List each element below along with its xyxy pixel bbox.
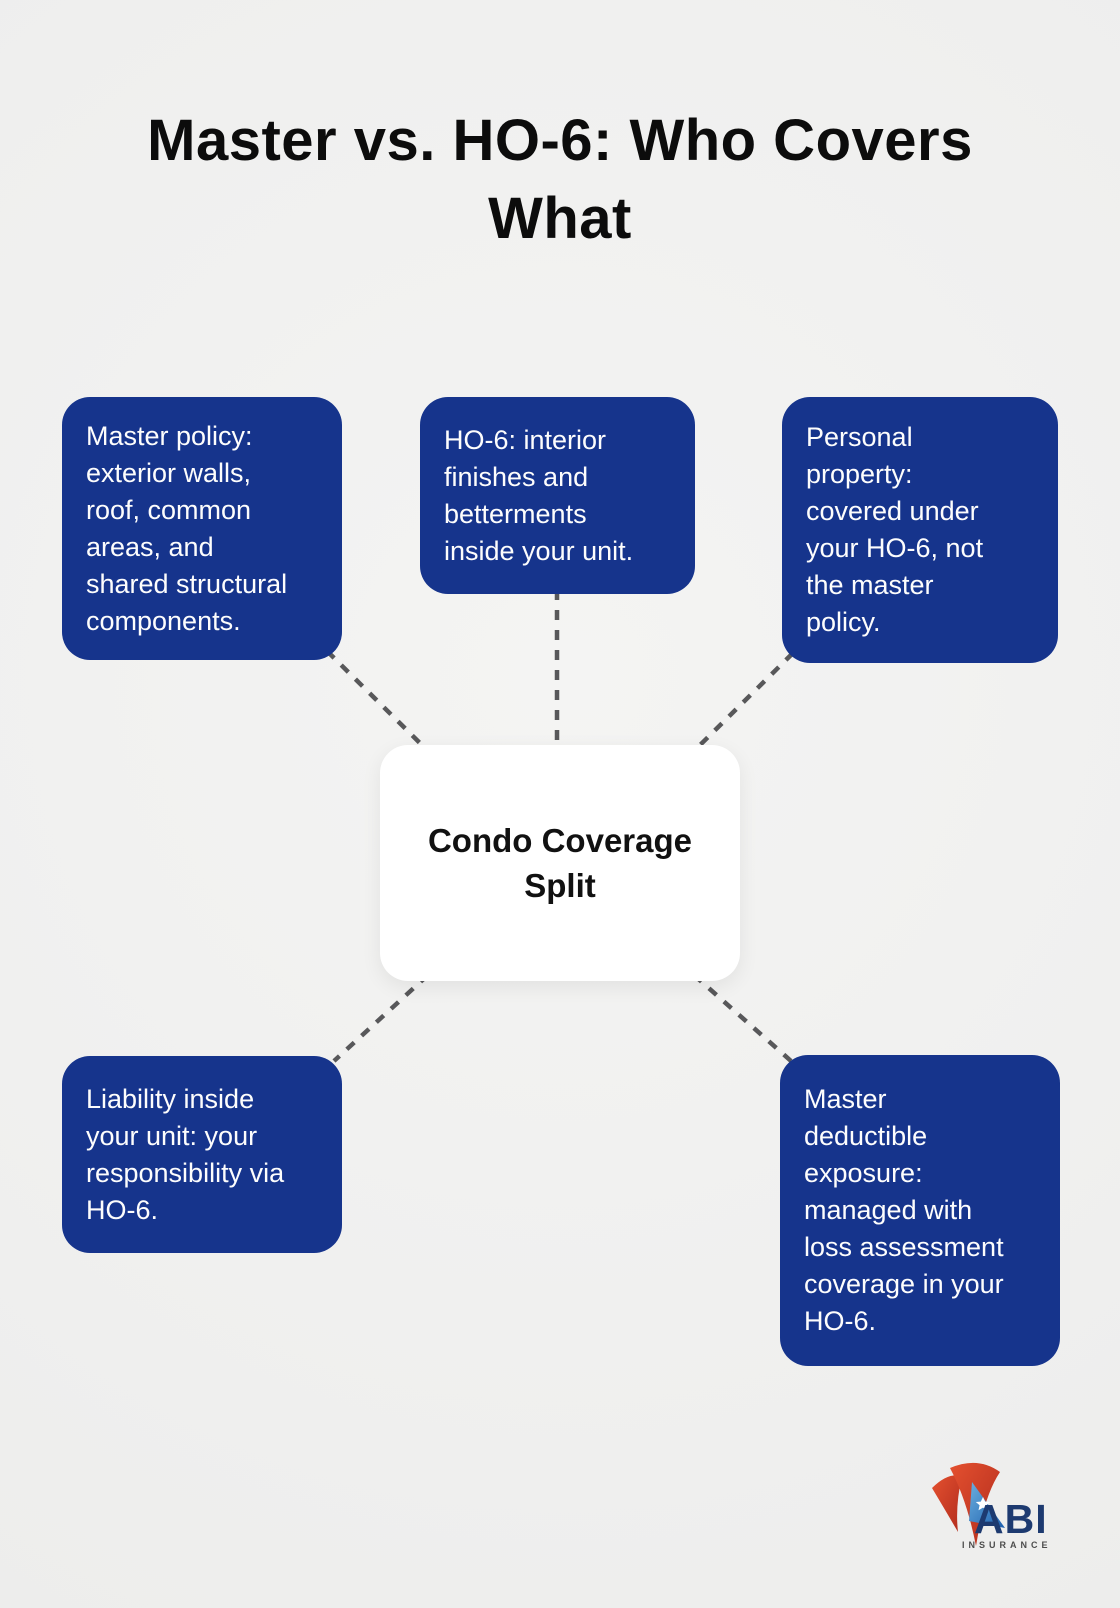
logo-brand-text: ABI — [974, 1496, 1048, 1542]
node-ho6-interior-text: HO-6: interior finishes and betterments … — [444, 424, 634, 566]
center-node-condo-coverage-split: Condo Coverage Split — [380, 745, 740, 981]
node-ho6-interior: HO-6: interior finishes and betterments … — [420, 397, 695, 594]
node-personal-property-text: Personal property: covered under your HO… — [806, 422, 984, 637]
node-master-deductible-text: Master deductible exposure: managed with… — [804, 1084, 1004, 1336]
page-title: Master vs. HO-6: Who Covers What — [147, 108, 973, 251]
node-liability-inside-unit: Liability inside your unit: your respons… — [62, 1056, 342, 1253]
connector-top-right — [692, 651, 795, 753]
node-personal-property: Personal property: covered under your HO… — [782, 397, 1058, 663]
node-liability-inside-unit-text: Liability inside your unit: your respons… — [86, 1083, 285, 1225]
connector-bottom-left — [332, 973, 430, 1063]
node-master-policy: Master policy: exterior walls, roof, com… — [62, 397, 342, 660]
node-master-deductible: Master deductible exposure: managed with… — [780, 1055, 1060, 1366]
connector-bottom-right — [692, 973, 793, 1063]
logo-tagline-text: INSURANCE — [962, 1540, 1052, 1550]
node-master-policy-text: Master policy: exterior walls, roof, com… — [86, 420, 288, 636]
abi-insurance-logo: ABI INSURANCE — [912, 1456, 1064, 1558]
center-node-label: Condo Coverage Split — [427, 822, 693, 904]
connector-top-left — [325, 649, 430, 753]
logo-mark-icon — [932, 1462, 1005, 1546]
